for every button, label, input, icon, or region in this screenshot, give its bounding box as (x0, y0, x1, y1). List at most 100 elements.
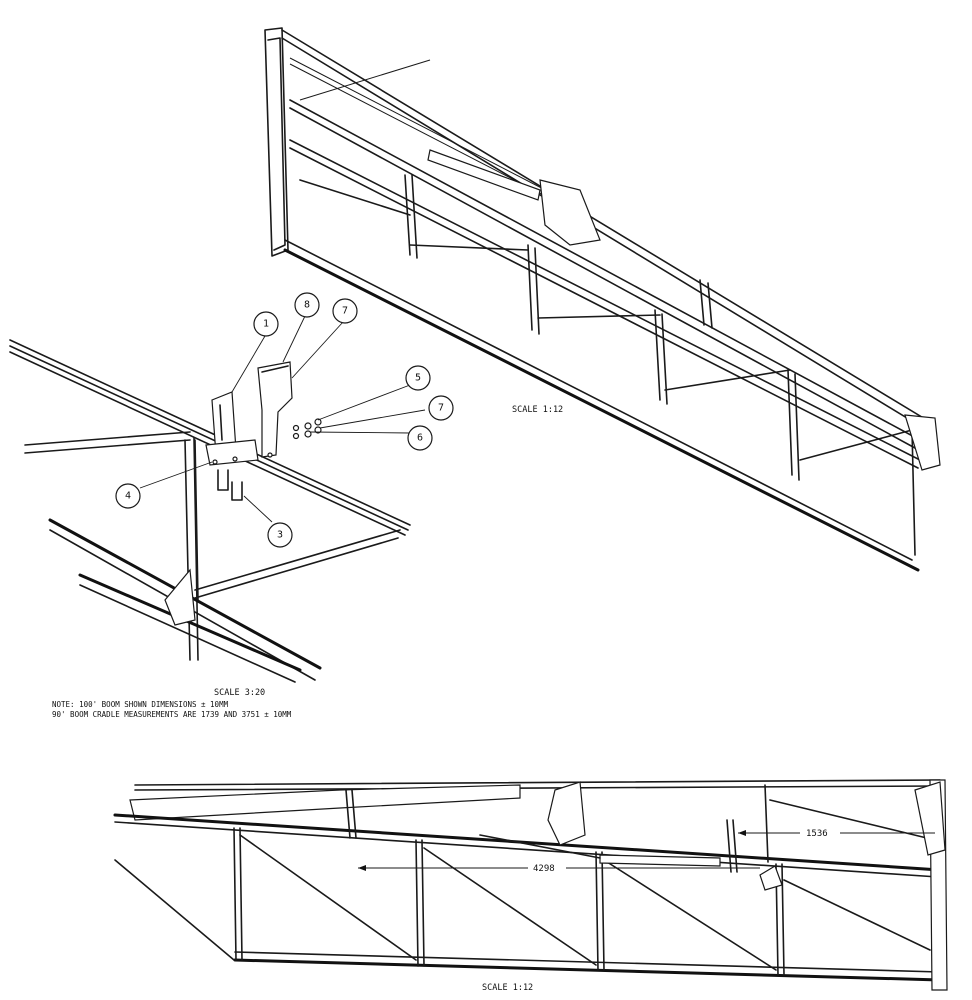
cradle-pad-ribs (261, 365, 289, 373)
boom-post-5 (661, 313, 668, 405)
boom-top-rail (281, 29, 936, 426)
bolt-hole-2 (232, 456, 238, 462)
svg-text:8: 8 (304, 300, 310, 311)
dim-1536-arrow (738, 830, 746, 836)
note-line-2: 90' BOOM CRADLE MEASUREMENTS ARE 1739 AN… (52, 710, 292, 719)
detail-scale-label: SCALE 3:20 (214, 688, 265, 698)
side-scale-label: SCALE 1:12 (482, 983, 533, 993)
side-top-rail-2 (134, 785, 941, 791)
side-sloped-chord (113, 813, 942, 872)
bolt-hole-3 (267, 452, 273, 458)
boom-tension-rod-2 (289, 63, 556, 202)
boom-lower-chord-inner (289, 147, 919, 469)
detail-bottom-chord-2 (79, 584, 296, 683)
dimension-1536: 1536 (738, 829, 935, 839)
cradle-post-top (699, 279, 705, 326)
side-end-bracket (914, 781, 946, 856)
side-upper-diagonal (769, 799, 936, 841)
dim-4298-value: 4298 (533, 864, 555, 874)
detail-diagonal-2 (194, 537, 399, 599)
side-cradle-post-2b (732, 819, 738, 873)
balloon-4: 4 (115, 483, 141, 509)
side-diagonal-1 (239, 834, 417, 961)
side-cradle-mount (759, 865, 783, 891)
boom-post-2 (527, 244, 533, 331)
svg-text:4: 4 (125, 491, 131, 502)
detail-vertical-post (184, 439, 191, 661)
boom-bottom-rail (283, 248, 920, 572)
boom-post-4 (654, 309, 661, 401)
boom-diagonal-4 (664, 369, 791, 391)
detail-vertical-post-2 (193, 437, 199, 661)
boom-post-1b (411, 174, 418, 259)
detail-top-beam-lower (9, 351, 406, 536)
side-pivot-bracket (547, 781, 586, 846)
boom-diagonal-5 (799, 429, 913, 461)
nut-2 (304, 430, 312, 438)
detail-gusset (164, 568, 196, 626)
boom-post-6 (787, 369, 793, 476)
u-bolt-2 (231, 481, 243, 501)
nut-1 (304, 422, 312, 430)
side-cradle-post-1b (351, 789, 357, 839)
dimension-4298: 4298 (358, 864, 760, 874)
side-elevation-view (113, 779, 948, 991)
washer-2 (292, 432, 300, 440)
leader-7a (291, 321, 344, 379)
side-cradle-post-2 (726, 819, 732, 873)
hydraulic-cylinder (427, 149, 541, 201)
washer-1 (292, 424, 300, 432)
detail-bottom-chord (78, 573, 302, 672)
side-bottom-chord (233, 958, 942, 982)
side-post-3b (601, 851, 605, 971)
side-diagonal-4 (783, 879, 931, 951)
side-post-1b (239, 827, 243, 961)
side-diagonal-0 (114, 859, 235, 961)
pivot-bracket (539, 179, 601, 246)
side-sloped-chord-2 (114, 821, 939, 878)
boom-post-3 (534, 247, 540, 335)
svg-text:6: 6 (417, 433, 423, 444)
boom-tip-bracket (904, 414, 941, 471)
boom-top-rail-inner (281, 37, 931, 433)
svg-text:7: 7 (342, 306, 348, 317)
detail-side-brace-2 (24, 439, 191, 454)
boom-end-frame-inner (267, 37, 286, 251)
balloon-8: 8 (294, 292, 320, 318)
detail-cradle-view: 1 8 7 5 7 6 4 3 (9, 292, 454, 683)
balloon-7a: 7 (332, 298, 358, 324)
bolt-hole-1 (212, 459, 218, 465)
detail-side-brace (24, 431, 191, 446)
cradle-pad (257, 361, 293, 458)
side-diagonal-2 (423, 847, 597, 966)
u-bolt-1 (217, 469, 229, 491)
detail-post-web (194, 439, 199, 601)
boom-post-7 (794, 373, 800, 481)
lock-washer (314, 418, 322, 426)
cradle-bracket-slot (219, 404, 223, 441)
boom-brace (299, 59, 431, 101)
boom-diagonal-3 (537, 314, 661, 319)
boom-mid-rail-inner (289, 107, 916, 449)
side-top-rail (134, 779, 941, 786)
boom-post-8 (911, 429, 916, 556)
leader-7b (319, 409, 426, 429)
leader-5 (317, 384, 411, 421)
side-hydraulic-cylinder (599, 854, 721, 867)
side-cylinder-rod (479, 834, 601, 859)
balloon-5: 5 (405, 365, 431, 391)
svg-text:1: 1 (263, 319, 269, 330)
note-line-1: NOTE: 100' BOOM SHOWN DIMENSIONS ± 10MM (52, 700, 229, 709)
boom-diagonal-2 (409, 244, 529, 251)
side-post-2 (415, 839, 419, 967)
boom-diagonal-1 (299, 179, 411, 216)
leader-1 (231, 335, 266, 393)
dim-4298-arrow (358, 865, 366, 871)
leader-6 (309, 431, 411, 434)
side-bottom-chord-2 (234, 951, 941, 973)
svg-text:7: 7 (438, 403, 444, 414)
side-upper-arm (129, 784, 521, 821)
svg-text:5: 5 (415, 373, 421, 384)
side-upper-post (764, 784, 769, 863)
iso-scale-label: SCALE 1:12 (512, 405, 563, 415)
